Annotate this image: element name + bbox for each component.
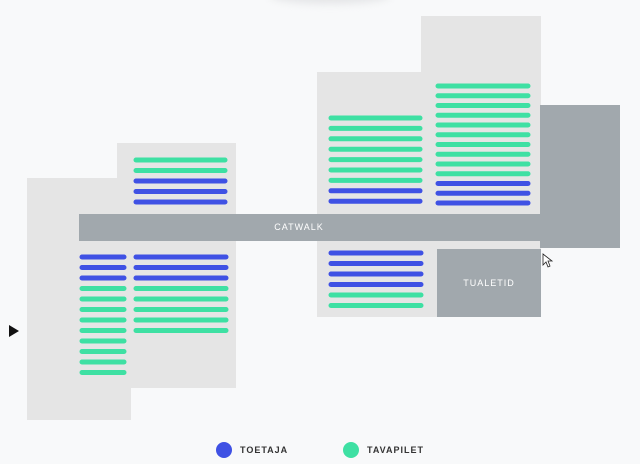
legend-regular: TAVAPILET [343,440,424,460]
mouse-cursor-icon [542,253,554,268]
rows-lower-center [328,250,424,308]
block-right-top [421,16,541,76]
legend-sponsor-label: TOETAJA [240,445,289,455]
top-shadow [270,0,390,4]
rows-lower-left-narrow [79,254,127,375]
rows-upper-right [435,83,531,206]
toilets-block [437,249,541,317]
entrance-arrow-icon [9,325,19,337]
legend-sponsor: TOETAJA [216,440,288,460]
catwalk [79,214,620,241]
regular-dot [343,442,359,458]
rows-upper-center [328,115,423,204]
catwalk-label: CATWALK [274,222,324,232]
rows-upper-left [133,157,228,205]
rows-lower-left-wide [133,254,229,333]
toilets-label: TUALETID [463,278,515,288]
sponsor-dot [216,442,232,458]
legend-regular-label: TAVAPILET [367,445,424,455]
